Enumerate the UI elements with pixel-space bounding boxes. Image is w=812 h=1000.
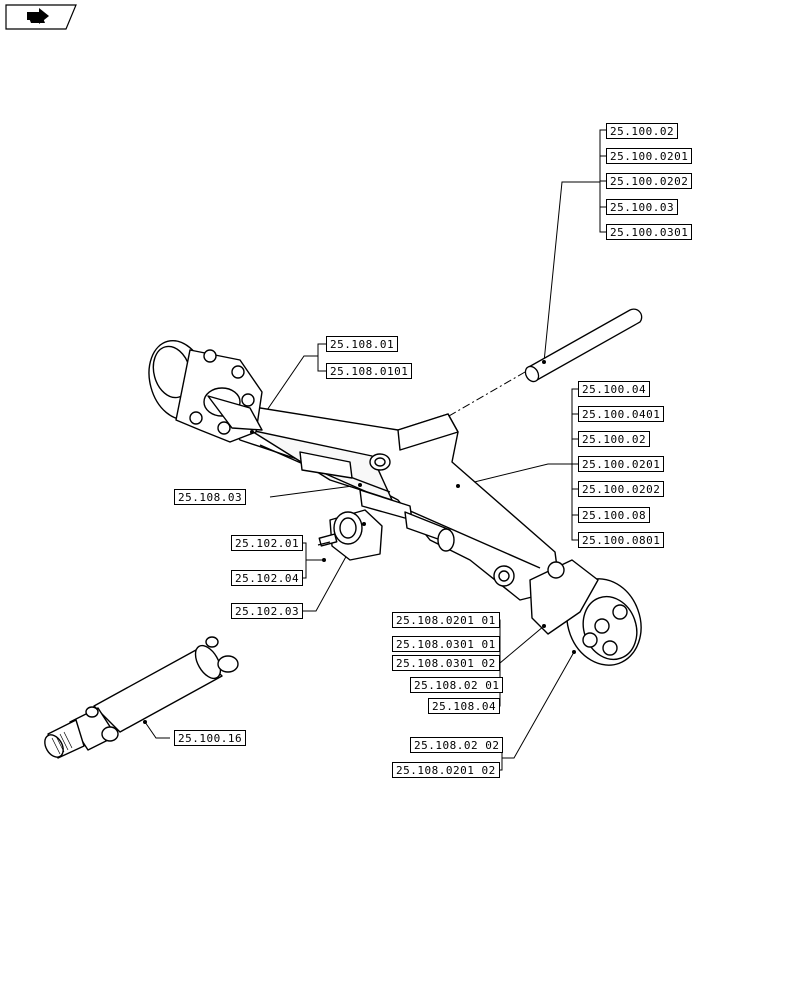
ref-label: 25.100.08 xyxy=(582,509,647,522)
ref-25-108-0101[interactable]: 25.108.0101 xyxy=(326,363,413,379)
ref-25-108-02-02[interactable]: 25.108.02 02 xyxy=(410,737,504,753)
ref-25-100-0202-top[interactable]: 25.100.0202 xyxy=(606,173,693,189)
ref-label: 25.100.0202 xyxy=(610,175,689,188)
ref-label: 25.100.16 xyxy=(178,732,243,745)
ref-25-108-0201-02[interactable]: 25.108.0201 02 xyxy=(392,762,500,778)
ref-25-108-0201-01[interactable]: 25.108.0201 01 xyxy=(392,612,500,628)
ref-25-100-0201-mid[interactable]: 25.100.0201 xyxy=(578,456,665,472)
ref-label: 25.108.02 01 xyxy=(414,679,500,692)
ref-label: 25.100.0201 xyxy=(582,458,661,471)
ref-label: 25.100.0202 xyxy=(582,483,661,496)
ref-label: 25.108.0101 xyxy=(330,365,409,378)
ref-25-100-0202-mid[interactable]: 25.100.0202 xyxy=(578,481,665,497)
ref-label: 25.100.03 xyxy=(610,201,675,214)
ref-25-108-04[interactable]: 25.108.04 xyxy=(428,698,501,714)
ref-25-100-04[interactable]: 25.100.04 xyxy=(578,381,651,397)
ref-label: 25.100.0201 xyxy=(610,150,689,163)
ref-25-100-02-top[interactable]: 25.100.02 xyxy=(606,123,679,139)
ref-25-102-01[interactable]: 25.102.01 xyxy=(231,535,304,551)
ref-25-108-02-01[interactable]: 25.108.02 01 xyxy=(410,677,504,693)
ref-25-108-01[interactable]: 25.108.01 xyxy=(326,336,399,352)
ref-label: 25.108.0301 02 xyxy=(396,657,496,670)
ref-label: 25.108.0201 02 xyxy=(396,764,496,777)
ref-25-100-0801[interactable]: 25.100.0801 xyxy=(578,532,665,548)
ref-label: 25.100.04 xyxy=(582,383,647,396)
ref-25-100-08[interactable]: 25.100.08 xyxy=(578,507,651,523)
ref-25-100-16[interactable]: 25.100.16 xyxy=(174,730,247,746)
ref-label: 25.100.0401 xyxy=(582,408,661,421)
ref-25-108-0301-01[interactable]: 25.108.0301 01 xyxy=(392,636,500,652)
ref-label: 25.108.0201 01 xyxy=(396,614,496,627)
ref-25-100-0401[interactable]: 25.100.0401 xyxy=(578,406,665,422)
ref-25-102-03[interactable]: 25.102.03 xyxy=(231,603,304,619)
ref-25-100-0301[interactable]: 25.100.0301 xyxy=(606,224,693,240)
previous-page-arrow-icon[interactable] xyxy=(5,4,77,30)
ref-25-100-0201-top[interactable]: 25.100.0201 xyxy=(606,148,693,164)
ref-label: 25.100.0801 xyxy=(582,534,661,547)
ref-label: 25.108.01 xyxy=(330,338,395,351)
ref-label: 25.100.02 xyxy=(582,433,647,446)
ref-25-100-02-mid[interactable]: 25.100.02 xyxy=(578,431,651,447)
ref-label: 25.102.04 xyxy=(235,572,300,585)
ref-label: 25.100.0301 xyxy=(610,226,689,239)
ref-25-108-03[interactable]: 25.108.03 xyxy=(174,489,247,505)
ref-label: 25.108.0301 01 xyxy=(396,638,496,651)
ref-label: 25.100.02 xyxy=(610,125,675,138)
ref-label: 25.108.03 xyxy=(178,491,243,504)
ref-25-108-0301-02[interactable]: 25.108.0301 02 xyxy=(392,655,500,671)
ref-label: 25.108.02 02 xyxy=(414,739,500,752)
ref-25-102-04[interactable]: 25.102.04 xyxy=(231,570,304,586)
ref-label: 25.108.04 xyxy=(432,700,497,713)
ref-label: 25.102.03 xyxy=(235,605,300,618)
ref-label: 25.102.01 xyxy=(235,537,300,550)
ref-25-100-03[interactable]: 25.100.03 xyxy=(606,199,679,215)
